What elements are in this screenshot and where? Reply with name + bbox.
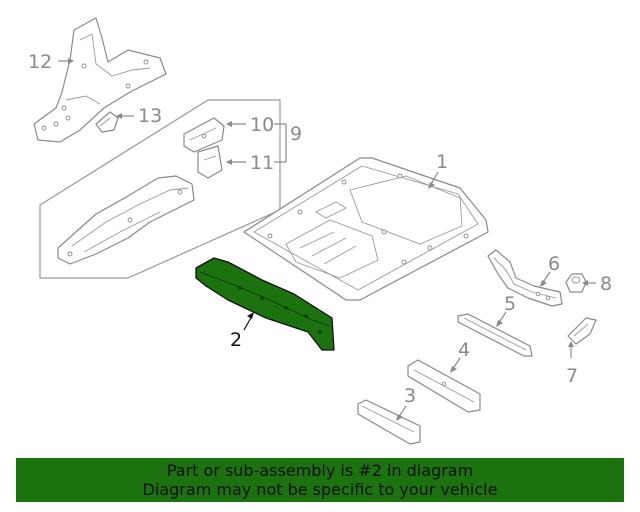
parts-diagram: 12 13 10 9 11 1 2 3 4 5 6 8 7 [28, 17, 612, 445]
callout-8: 8 [600, 273, 612, 295]
part-5 [457, 313, 533, 357]
part-2 [195, 257, 335, 351]
part-10 [183, 117, 225, 153]
callout-10: 10 [250, 114, 274, 136]
info-banner: Part or sub-assembly is #2 in diagram Di… [16, 458, 624, 502]
callout-2: 2 [230, 329, 242, 351]
callout-7: 7 [566, 365, 578, 387]
callout-9: 9 [290, 123, 302, 145]
part-1 [243, 157, 489, 301]
callout-6: 6 [548, 253, 560, 275]
part-12 [33, 17, 167, 143]
callout-1: 1 [436, 151, 448, 173]
callout-12: 12 [28, 51, 52, 73]
callout-4: 4 [458, 339, 470, 361]
callout-5: 5 [504, 293, 516, 315]
callout-13: 13 [138, 105, 162, 127]
part-11 [197, 145, 223, 179]
rear-side-member [57, 175, 195, 265]
banner-line-2: Diagram may not be specific to your vehi… [142, 480, 498, 499]
part-13 [95, 111, 119, 133]
leader-lines [58, 58, 596, 421]
part-7 [567, 317, 597, 345]
part-6 [487, 249, 563, 307]
part-3 [357, 399, 421, 445]
banner-line-1: Part or sub-assembly is #2 in diagram [166, 461, 474, 480]
part-4 [407, 359, 481, 413]
callout-11: 11 [250, 152, 274, 174]
callout-3: 3 [404, 385, 416, 407]
